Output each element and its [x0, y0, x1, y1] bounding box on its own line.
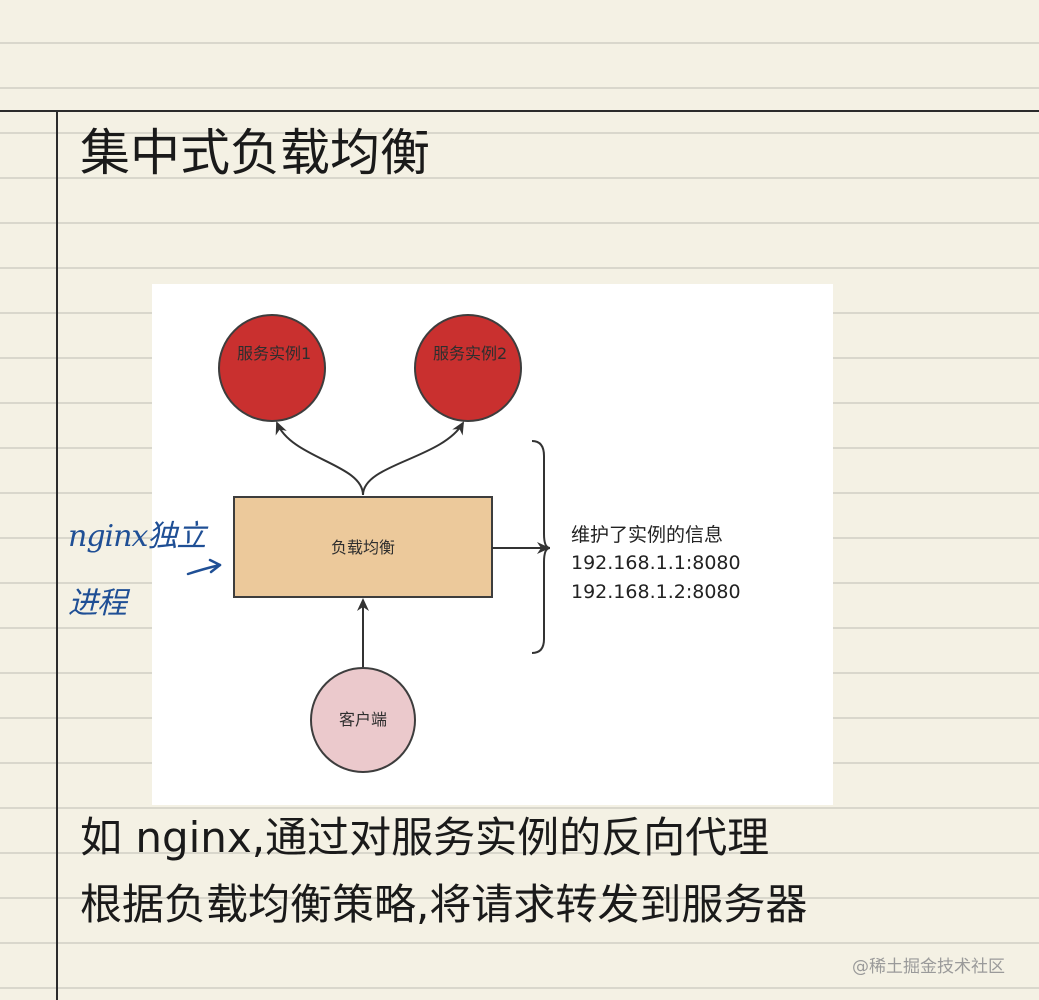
watermark: @稀土掘金技术社区 — [852, 957, 1005, 977]
service-instance-1-node — [218, 314, 326, 422]
service-instance-2-label: 服务实例2 — [433, 344, 508, 363]
info-address-2: 192.168.1.2:8080 — [571, 581, 741, 603]
description-line-1: 如 nginx,通过对服务实例的反向代理 — [80, 813, 770, 862]
load-balancer-node — [233, 496, 493, 598]
handwritten-arrow — [186, 558, 222, 576]
margin-rule — [56, 111, 58, 1000]
diagram-graphics — [218, 314, 551, 773]
load-balancer-label: 负载均衡 — [330, 538, 395, 557]
service-instance-2-node — [414, 314, 522, 422]
client-label: 客户端 — [338, 710, 387, 729]
arrow-to-instance-2 — [362, 421, 465, 496]
handwritten-note-line-1: nginx独立 — [68, 519, 206, 554]
arrow-to-instance-1 — [275, 421, 364, 496]
service-instance-1-label: 服务实例1 — [237, 344, 312, 363]
info-brace — [531, 440, 551, 654]
top-rule — [0, 110, 1039, 112]
info-title: 维护了实例的信息 — [571, 524, 724, 546]
description-line-2: 根据负载均衡策略,将请求转发到服务器 — [80, 880, 808, 929]
info-address-1: 192.168.1.1:8080 — [571, 552, 741, 574]
handwritten-note-line-2: 进程 — [68, 586, 127, 621]
page-title: 集中式负载均衡 — [80, 124, 430, 182]
client-node — [310, 667, 416, 773]
diagram: 服务实例1 服务实例2 负载均衡 客户端 维护了实例的信息 192.168.1.… — [152, 284, 833, 805]
